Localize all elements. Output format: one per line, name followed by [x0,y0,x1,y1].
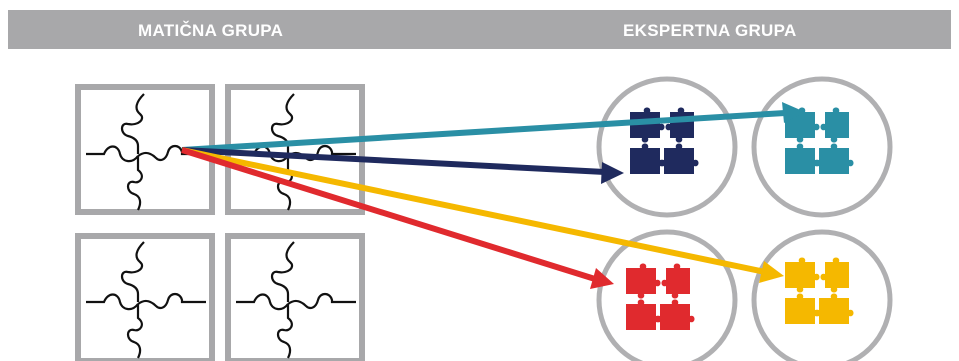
home-group-title: MATIČNA GRUPA [138,21,284,40]
expert-group-title: EKSPERTNA GRUPA [623,21,797,40]
arrow-navy [181,147,624,184]
arrow-red [181,147,614,289]
teal-group [751,76,893,218]
home-tile-3 [75,233,215,361]
header-bar: MATIČNA GRUPA EKSPERTNA GRUPA [8,10,951,49]
red-group [596,229,738,361]
navy-group [596,76,738,218]
arrow-yellow [181,147,784,283]
home-tile-2 [225,84,365,215]
yellow-group [751,229,893,361]
home-tile-4 [225,233,365,361]
arrow-teal [181,102,805,153]
